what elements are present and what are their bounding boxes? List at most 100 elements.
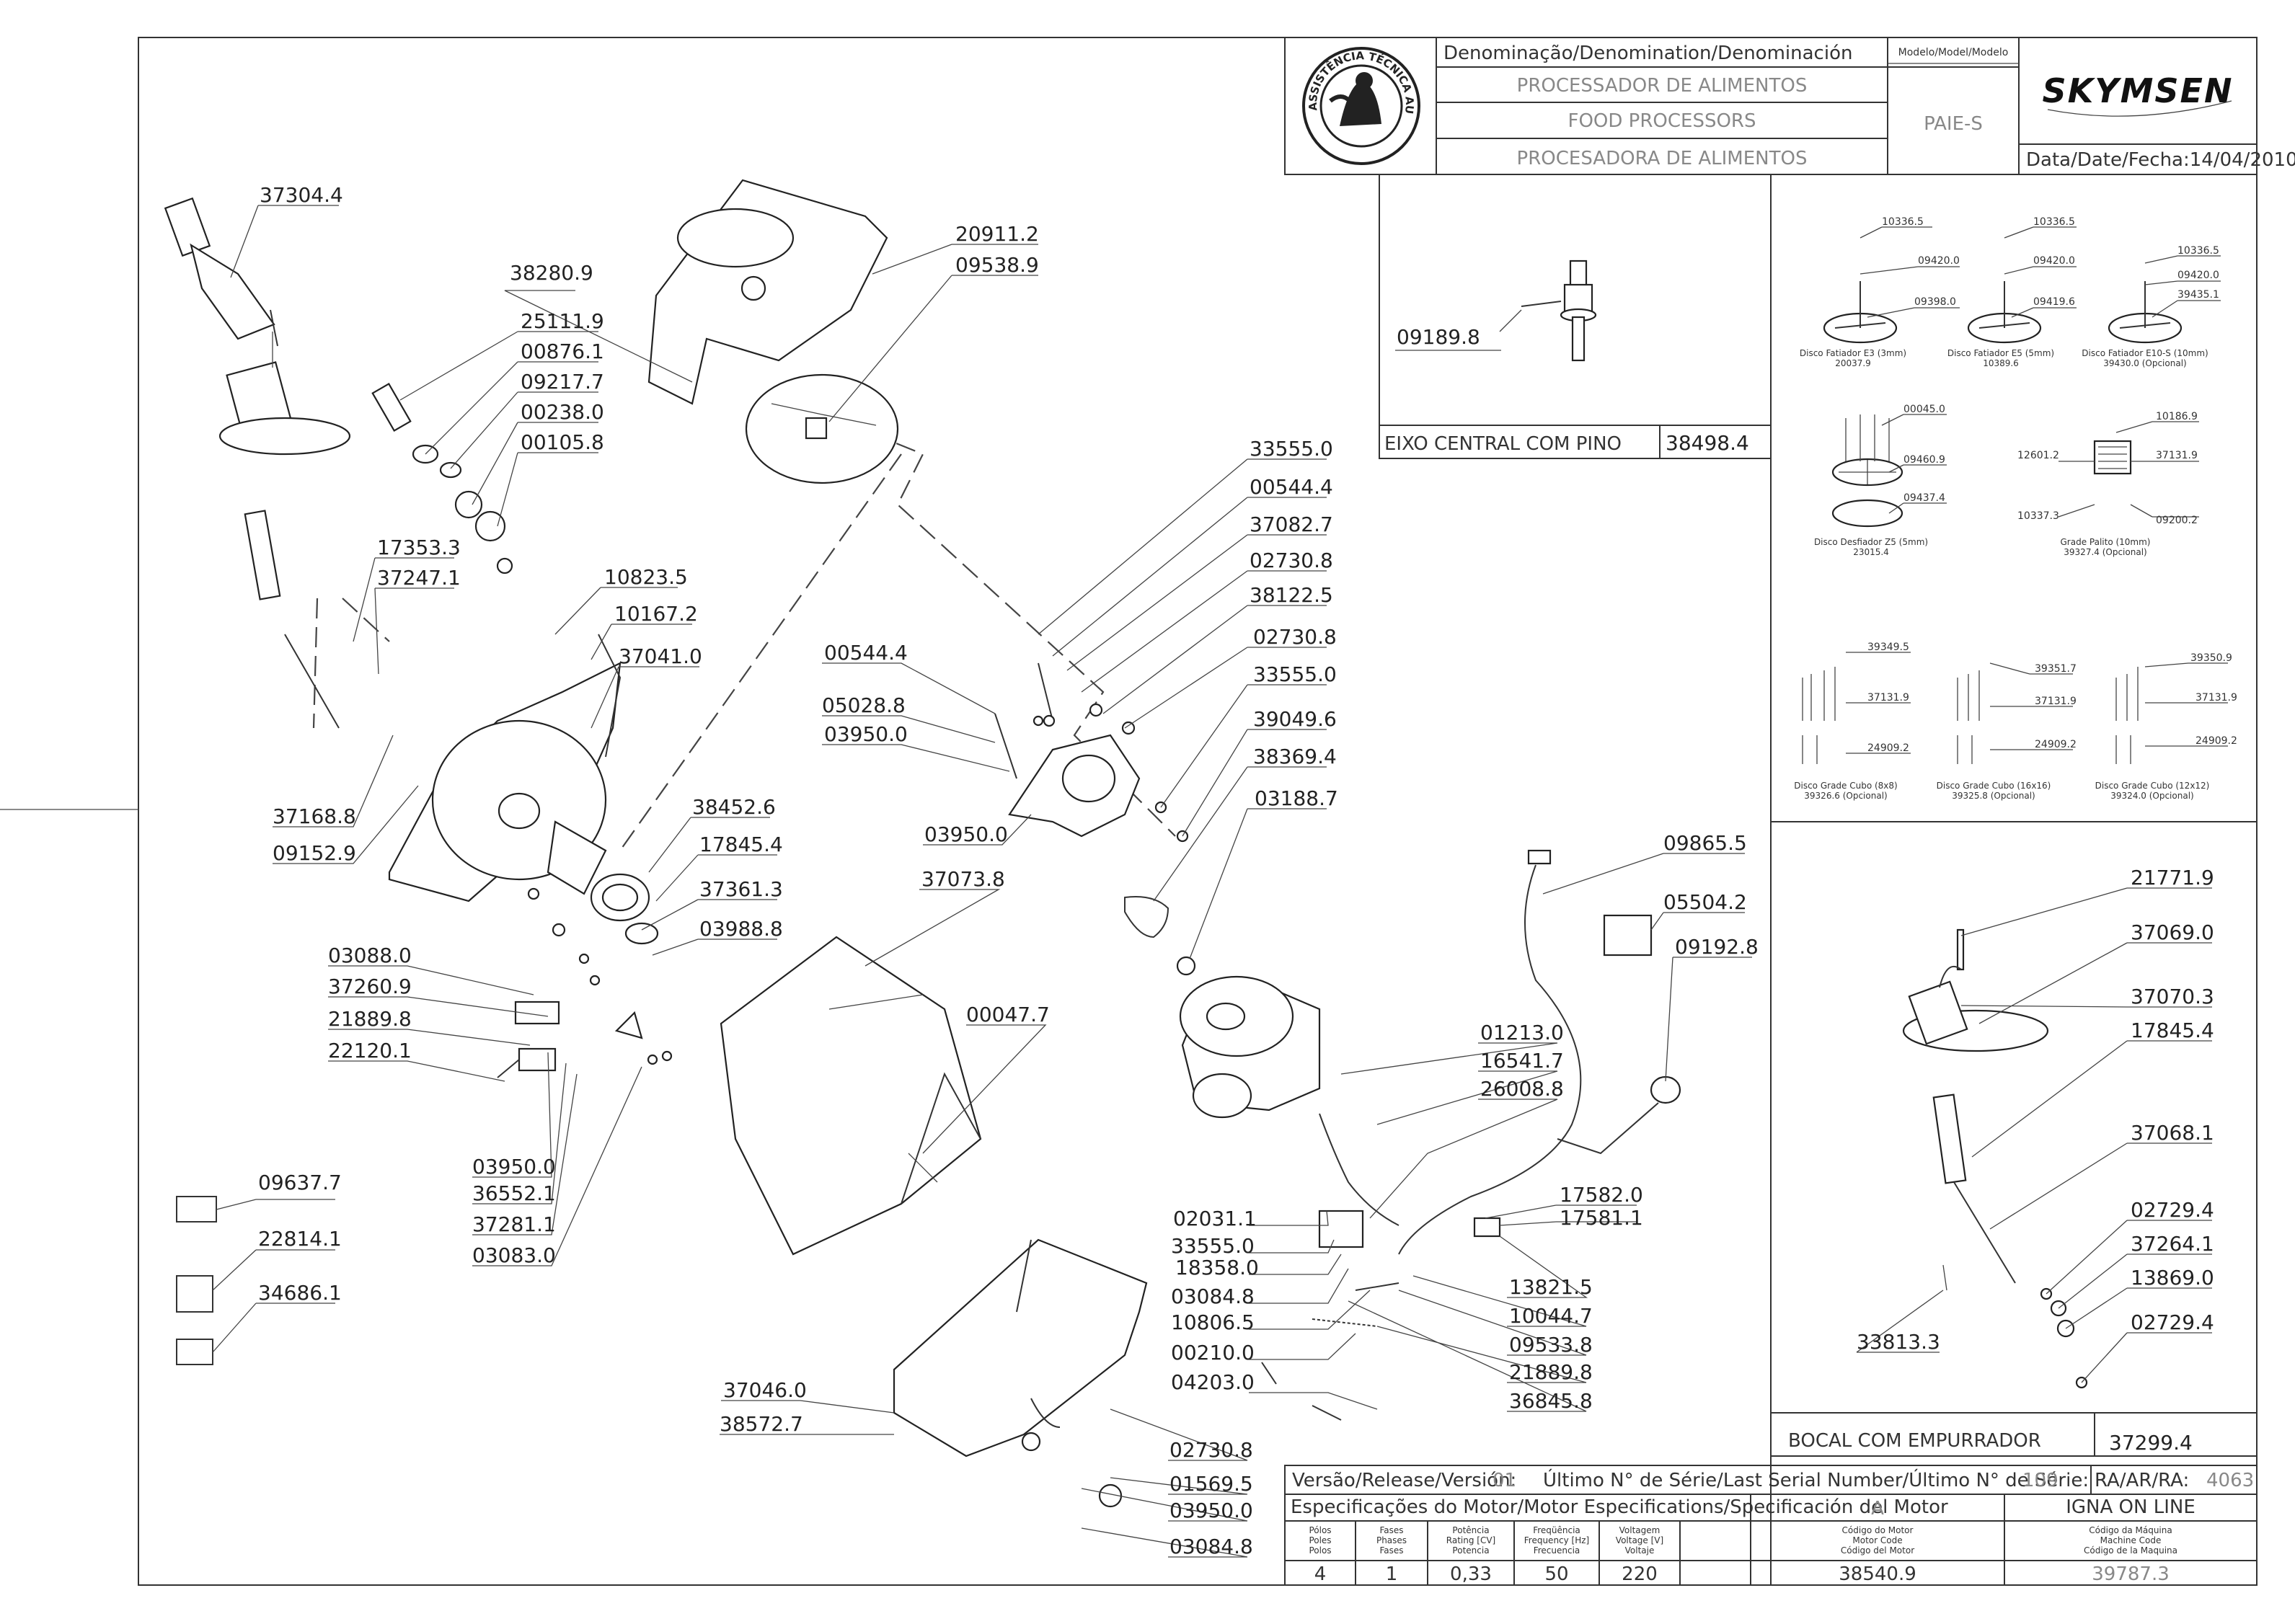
part-label: 00047.7 <box>966 1003 1050 1026</box>
feed-tube-part <box>218 332 351 729</box>
grid1-code: 39326.6 (Opcional) <box>1804 791 1887 801</box>
part-label: 37247.1 <box>377 566 461 590</box>
part-label: 05028.8 <box>822 693 906 717</box>
part-label: 10167.2 <box>614 602 698 626</box>
release-label: Versão/Release/Versión: <box>1292 1470 1516 1491</box>
part-label: 00210.0 <box>1171 1341 1255 1365</box>
disc1-label-b: 09420.0 <box>1918 255 1960 267</box>
part-label: 36845.8 <box>1509 1389 1593 1413</box>
disc4-caption: Disco Desfiador Z5 (5mm) <box>1814 537 1928 547</box>
part-label: 01569.5 <box>1169 1472 1253 1496</box>
part-label: 37041.0 <box>619 644 702 668</box>
grid1-label-a: 39349.5 <box>1867 642 1909 653</box>
col-header: Phases <box>1376 1535 1407 1545</box>
part-label: 03950.0 <box>472 1155 556 1179</box>
disc2-caption: Disco Fatiador E5 (5mm) <box>1947 348 2054 358</box>
base-housing-part <box>720 936 982 1256</box>
part-label: 17845.4 <box>699 833 783 856</box>
motor-code-value: 38540.9 <box>1839 1563 1916 1585</box>
ra-value: 4063 <box>2206 1470 2254 1491</box>
part-label: 03950.0 <box>1169 1499 1253 1522</box>
part-label: 26008.8 <box>1480 1077 1564 1101</box>
brand-swoosh <box>2047 100 2232 117</box>
part-label: 33555.0 <box>1171 1234 1255 1258</box>
part-label: 37082.7 <box>1250 513 1333 536</box>
grid2-label-c: 24909.2 <box>2035 739 2077 750</box>
cutter-wheel-part <box>590 873 659 945</box>
pusher-label: 02729.4 <box>2131 1310 2214 1334</box>
disc1-label-c: 09398.0 <box>1914 296 1956 308</box>
col-header: Voltaje <box>1625 1545 1655 1556</box>
central-shaft-part <box>1521 259 1597 362</box>
model-header: Modelo/Model/Modelo <box>1898 47 2009 58</box>
part-label: 03083.0 <box>472 1243 556 1267</box>
main-part-labels: 37304.4 38280.9 20911.2 09538.9 25111.9 … <box>258 183 1759 1558</box>
serial-value: 109 <box>2022 1470 2059 1491</box>
col-header: Frequency [Hz] <box>1524 1535 1590 1545</box>
col-header: Voltagem <box>1619 1525 1661 1535</box>
pusher-label: 33813.3 <box>1857 1330 1940 1354</box>
part-label: 10806.5 <box>1171 1310 1255 1334</box>
part-label: 00544.4 <box>824 641 908 665</box>
part-label: 00544.4 <box>1250 475 1333 499</box>
voltage-value: 220 <box>1622 1563 1658 1585</box>
disc4-code: 23015.4 <box>1853 547 1889 557</box>
name-es: PROCESADORA DE ALIMENTOS <box>1517 148 1808 169</box>
grid2-code: 39325.8 (Opcional) <box>1952 791 2035 801</box>
shaft-code: 38498.4 <box>1666 431 1749 455</box>
assistance-seal-logo: ASSISTÊNCIA TÉCNICA AUTORIZADA <box>0 0 1420 165</box>
shaft-detail-panel: 09189.8 EIXO CENTRAL COM PINO 38498.4 <box>1379 174 1772 459</box>
lid-part <box>647 179 888 405</box>
pusher-label: 21771.9 <box>2131 866 2214 889</box>
shaft-caption: EIXO CENTRAL COM PINO <box>1384 433 1622 455</box>
part-label: 22120.1 <box>328 1039 412 1062</box>
col-header: Freqüência <box>1533 1525 1580 1535</box>
hardware-small-parts <box>497 887 673 1078</box>
part-label: 37046.0 <box>723 1378 807 1402</box>
motor-letter: A <box>1871 1498 1884 1519</box>
pusher-caption: BOCAL COM EMPURRADOR <box>1788 1430 2041 1452</box>
pusher-label: 17845.4 <box>2131 1019 2214 1042</box>
disc5-label-d: 10337.3 <box>2017 510 2059 522</box>
col-header: Potência <box>1452 1525 1489 1535</box>
date-label: Data/Date/Fecha:14/04/2010 <box>2026 149 2295 171</box>
disc5-label-e: 09200.2 <box>2156 515 2198 526</box>
part-label: 00876.1 <box>521 340 604 363</box>
model-value: PAIE-S <box>1924 113 1983 135</box>
belt-part <box>1124 896 1169 939</box>
col-header: Rating [CV] <box>1446 1535 1495 1545</box>
part-label: 09217.7 <box>521 370 604 394</box>
part-label: 22814.1 <box>258 1227 342 1251</box>
part-label: 33555.0 <box>1250 437 1333 461</box>
pusher-label: 37264.1 <box>2131 1232 2214 1256</box>
serial-label: Último N° de Série/Last Serial Number/Úl… <box>1543 1468 2089 1491</box>
disc3-label-c: 39435.1 <box>2177 289 2219 301</box>
part-label: 36552.1 <box>472 1181 556 1205</box>
disc3-code: 39430.0 (Opcional) <box>2103 358 2186 368</box>
phases-value: 1 <box>1386 1563 1398 1585</box>
freq-value: 50 <box>1544 1563 1568 1585</box>
col-header: Voltage [V] <box>1616 1535 1663 1545</box>
part-label: 03188.7 <box>1255 786 1338 810</box>
col-header: Código del Motor <box>1841 1545 1914 1556</box>
part-label: 10823.5 <box>604 565 688 589</box>
denomination-header: Denominação/Denomination/Denominación <box>1443 43 1852 64</box>
part-label: 34686.1 <box>258 1281 342 1305</box>
part-label: 09865.5 <box>1663 831 1747 855</box>
part-label: 21889.8 <box>1509 1360 1593 1384</box>
part-label: 13821.5 <box>1509 1275 1593 1299</box>
shredding-disc-z5: 00045.0 09460.9 09437.4 Disco Desfiador … <box>1814 404 1947 557</box>
release-value: 01 <box>1493 1470 1516 1491</box>
motor-spec-label: Especificações do Motor/Motor Especifica… <box>1291 1496 1948 1518</box>
main-exploded-view <box>164 179 1681 1508</box>
company-name: IGNA ON LINE <box>2066 1496 2195 1518</box>
col-header: Código de la Maquina <box>2084 1545 2177 1556</box>
part-label: 03084.8 <box>1171 1284 1255 1308</box>
grid3-caption: Disco Grade Cubo (12x12) <box>2095 781 2210 791</box>
shaft-part-number: 09189.8 <box>1397 325 1480 349</box>
part-label: 17581.1 <box>1560 1206 1643 1230</box>
bowl-housing-part <box>388 634 622 902</box>
disc3-label-b: 09420.0 <box>2177 270 2219 281</box>
pusher-label: 37069.0 <box>2131 920 2214 944</box>
part-label: 02730.8 <box>1169 1438 1253 1462</box>
